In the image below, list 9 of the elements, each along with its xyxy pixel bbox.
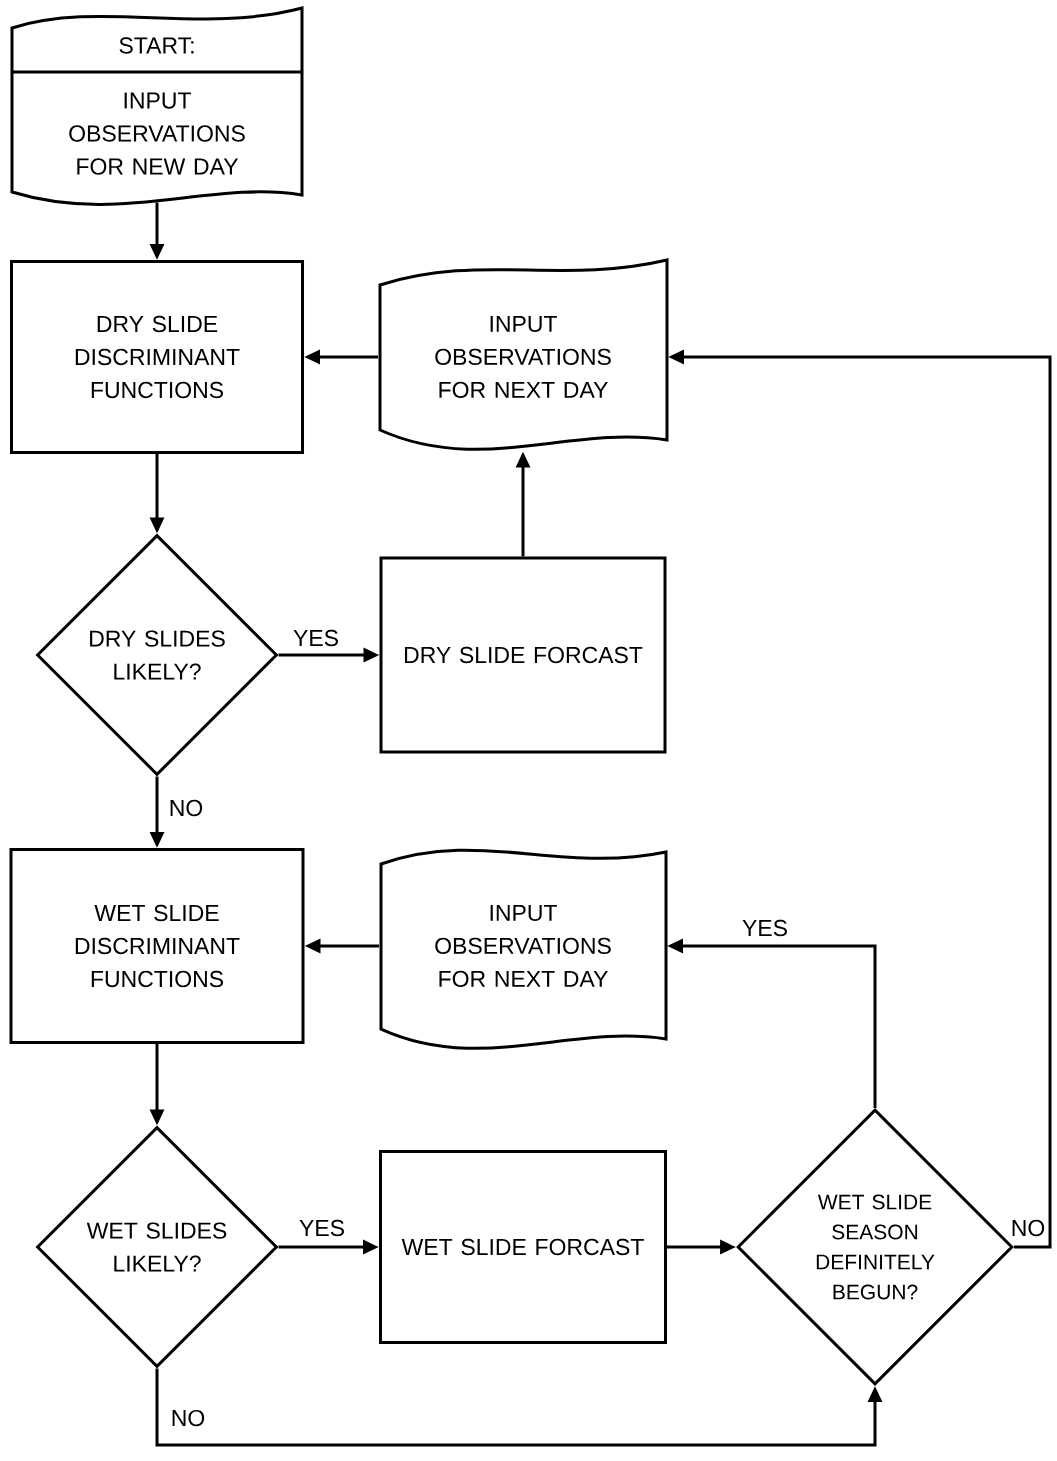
process-box: WET SLIDE FORCAST [379,1150,667,1344]
process-box: DRY SLIDE DISCRIMINANT FUNCTIONS [10,260,304,454]
edge-label: YES [298,1218,346,1238]
edge-label: NO [167,798,205,818]
edge-label: YES [741,918,789,938]
edge-label: YES [292,628,340,648]
process-box: WET SLIDE DISCRIMINANT FUNCTIONS [9,848,305,1044]
process-box: DRY SLIDE FORCAST [379,556,667,754]
edge-label: NO [169,1408,207,1428]
